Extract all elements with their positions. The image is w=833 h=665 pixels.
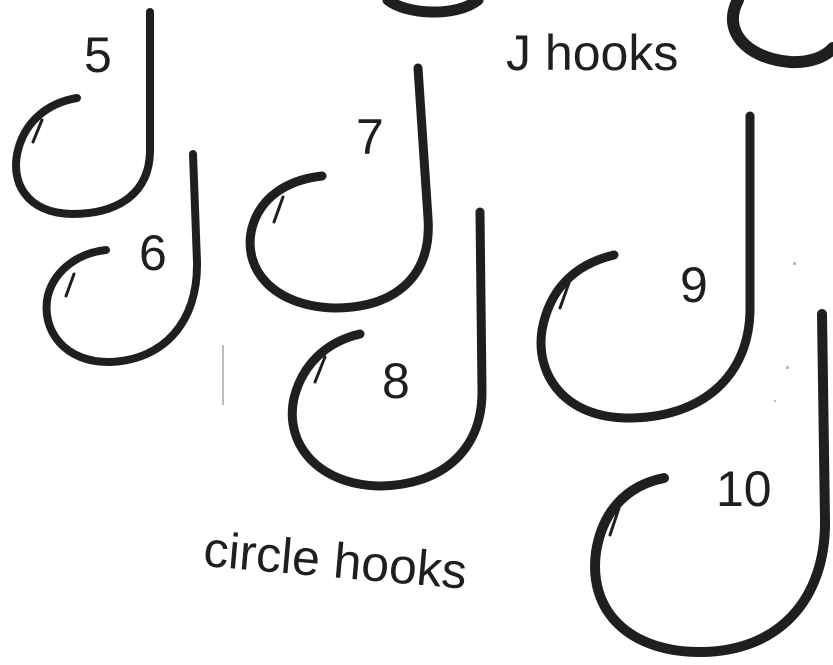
j-hook-partial-right <box>733 0 833 62</box>
hook-8-number: 8 <box>382 356 410 406</box>
hook-8 <box>292 212 482 486</box>
hook-5-number: 5 <box>84 30 112 80</box>
hook-10-number: 10 <box>716 464 772 514</box>
j-hooks-caption: J hooks <box>506 28 678 78</box>
scan-speck <box>793 262 796 265</box>
hook-6-number: 6 <box>139 228 167 278</box>
scan-speck <box>222 345 224 405</box>
hook-10 <box>595 314 825 652</box>
hook-5 <box>16 12 150 214</box>
hook-7-number: 7 <box>356 112 384 162</box>
scan-speck <box>786 366 789 369</box>
scan-speck <box>774 400 776 402</box>
hook-9-number: 9 <box>680 260 708 310</box>
j-hook-partial-left <box>388 0 478 12</box>
hook-7 <box>250 68 428 308</box>
hook-6 <box>47 154 198 362</box>
hook-9 <box>541 116 750 418</box>
